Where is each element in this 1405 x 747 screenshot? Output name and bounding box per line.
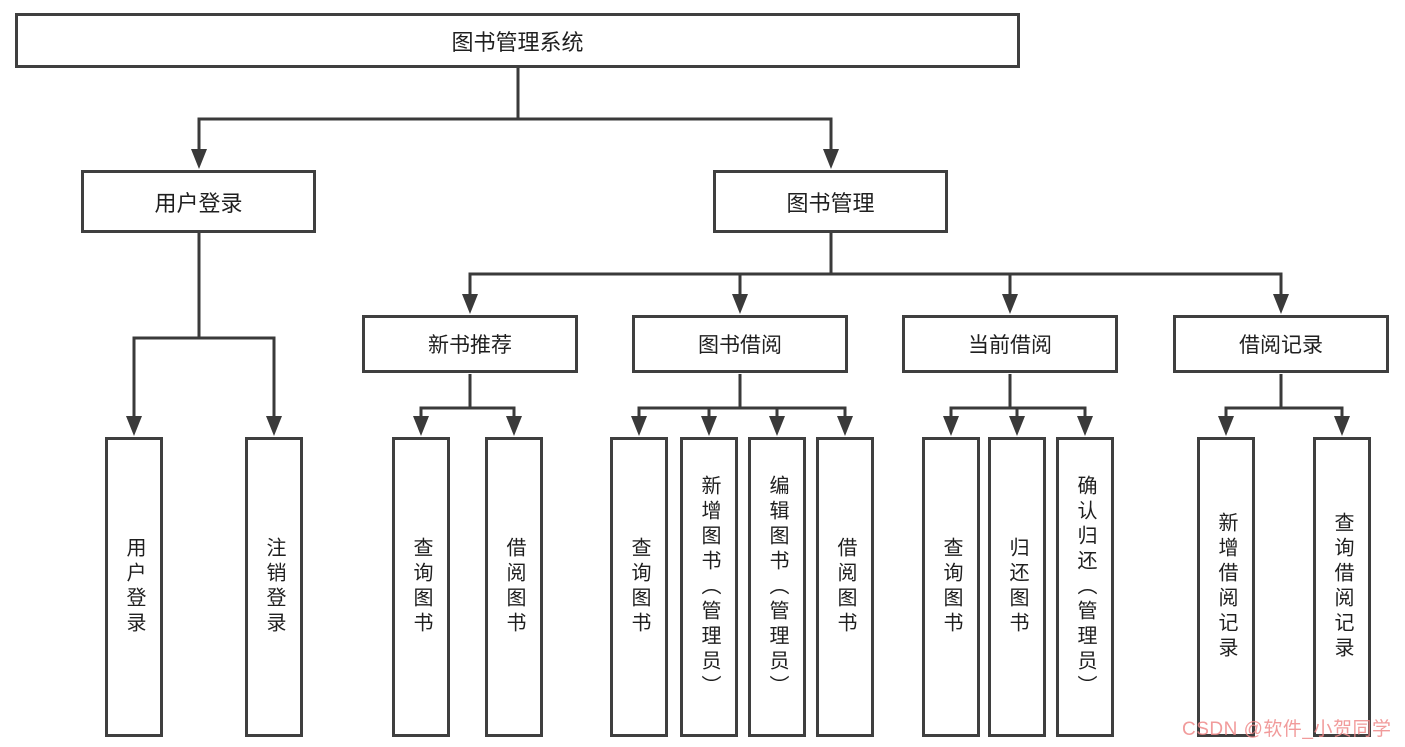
connector-book-management-split: [462, 233, 1289, 314]
leaf-records-add-record-label: 新增借阅记录: [1215, 512, 1237, 662]
node-book-management-label: 图书管理: [786, 190, 875, 216]
leaf-current-query-books: 查询图书: [922, 437, 980, 737]
leaf-borrow-borrow-books-label: 借阅图书: [834, 537, 856, 637]
leaf-records-query-record-label: 查询借阅记录: [1331, 512, 1353, 662]
leaf-borrow-edit-books-admin: 编辑图书（管理员）: [748, 437, 806, 737]
node-borrow-records-label: 借阅记录: [1239, 334, 1323, 357]
leaf-logout: 注销登录: [245, 437, 303, 737]
leaf-borrow-add-books-admin-label: 新增图书（管理员）: [698, 474, 720, 700]
node-current-borrow-label: 当前借阅: [968, 334, 1052, 357]
node-book-borrow-label: 图书借阅: [698, 334, 782, 357]
leaf-logout-label: 注销登录: [263, 537, 285, 637]
connector-borrow-records-split: [1218, 374, 1350, 436]
connector-current-borrow-split: [943, 374, 1093, 436]
node-borrow-records: 借阅记录: [1173, 315, 1389, 373]
connector-root-split: [191, 68, 839, 169]
leaf-newbook-borrow-books-label: 借阅图书: [503, 537, 525, 637]
connector-book-borrow-split: [631, 374, 853, 436]
leaf-current-return-books: 归还图书: [988, 437, 1046, 737]
node-user-login-label: 用户登录: [154, 190, 243, 216]
leaf-current-confirm-return-admin: 确认归还（管理员）: [1056, 437, 1114, 737]
node-user-login: 用户登录: [81, 170, 316, 233]
node-current-borrow: 当前借阅: [902, 315, 1118, 373]
leaf-borrow-query-books: 查询图书: [610, 437, 668, 737]
node-root: 图书管理系统: [15, 13, 1020, 68]
leaf-borrow-borrow-books: 借阅图书: [816, 437, 874, 737]
connector-user-login-split: [126, 233, 282, 436]
node-root-label: 图书管理系统: [451, 29, 584, 55]
leaf-user-login-label: 用户登录: [123, 537, 145, 637]
leaf-current-confirm-return-admin-label: 确认归还（管理员）: [1074, 474, 1096, 700]
leaf-current-return-books-label: 归还图书: [1006, 537, 1028, 637]
watermark: CSDN @软件_小贺同学: [1182, 719, 1392, 740]
leaf-newbook-query-books: 查询图书: [392, 437, 450, 737]
node-book-borrow: 图书借阅: [632, 315, 848, 373]
leaf-borrow-query-books-label: 查询图书: [628, 537, 650, 637]
node-new-book-recommend: 新书推荐: [362, 315, 578, 373]
connector-new-book-split: [413, 374, 522, 436]
node-book-management: 图书管理: [713, 170, 948, 233]
node-new-book-recommend-label: 新书推荐: [428, 334, 512, 357]
leaf-records-query-record: 查询借阅记录: [1313, 437, 1371, 737]
leaf-borrow-edit-books-admin-label: 编辑图书（管理员）: [766, 474, 788, 700]
leaf-user-login: 用户登录: [105, 437, 163, 737]
leaf-current-query-books-label: 查询图书: [940, 537, 962, 637]
leaf-records-add-record: 新增借阅记录: [1197, 437, 1255, 737]
leaf-borrow-add-books-admin: 新增图书（管理员）: [680, 437, 738, 737]
leaf-newbook-borrow-books: 借阅图书: [485, 437, 543, 737]
leaf-newbook-query-books-label: 查询图书: [410, 537, 432, 637]
